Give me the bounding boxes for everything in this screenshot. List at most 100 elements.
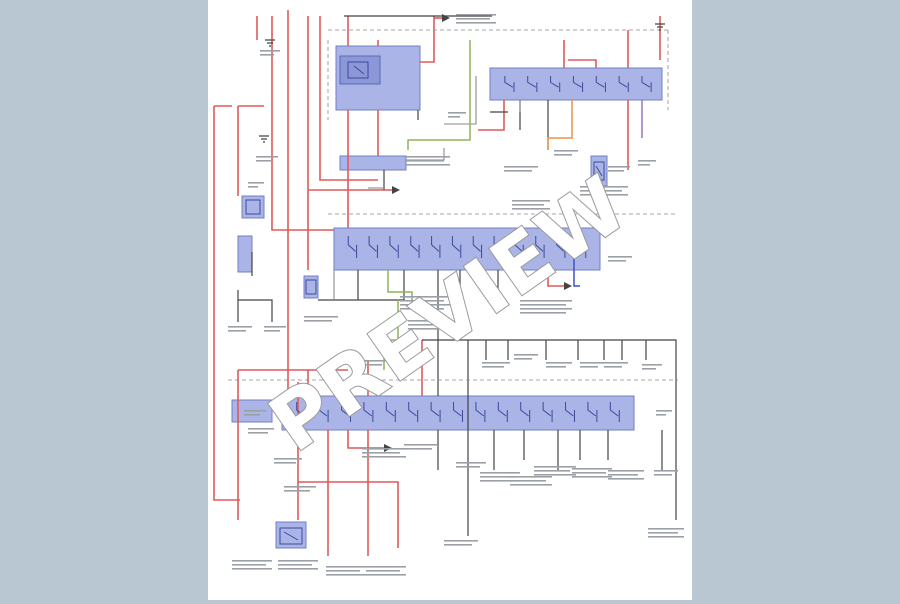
illegible-label-mark bbox=[504, 166, 538, 168]
illegible-label-mark bbox=[362, 452, 400, 454]
orange-wire bbox=[547, 100, 573, 150]
illegible-label-mark bbox=[554, 154, 572, 156]
switch-contact-icon bbox=[451, 236, 462, 258]
switch-contact-icon bbox=[535, 236, 545, 258]
illegible-label-mark bbox=[580, 362, 604, 364]
illegible-label-mark bbox=[656, 414, 666, 416]
illegible-label-mark bbox=[400, 296, 450, 298]
illegible-label-mark bbox=[608, 474, 638, 476]
illegible-label-mark bbox=[232, 568, 272, 570]
illegible-label-mark bbox=[244, 414, 260, 416]
illegible-label-mark bbox=[284, 486, 316, 488]
switch-contact-icon bbox=[472, 236, 483, 258]
illegible-label-mark bbox=[408, 328, 452, 330]
electronic-module-block bbox=[339, 155, 407, 171]
illegible-label-mark bbox=[456, 22, 496, 24]
signal-wires bbox=[228, 29, 678, 381]
power-wire bbox=[420, 16, 435, 63]
illegible-label-mark bbox=[304, 316, 338, 318]
illegible-label-mark bbox=[404, 444, 438, 446]
illegible-label-mark bbox=[304, 320, 332, 322]
switch-contact-icon bbox=[368, 236, 378, 258]
switch-contact-icon bbox=[296, 402, 307, 422]
illegible-label-mark bbox=[260, 54, 274, 56]
illegible-label-mark bbox=[284, 490, 310, 492]
illegible-label-mark bbox=[642, 368, 656, 370]
illegible-label-mark bbox=[504, 170, 532, 172]
illegible-label-mark bbox=[248, 432, 268, 434]
illegible-label-mark bbox=[358, 364, 382, 366]
illegible-label-mark bbox=[520, 304, 566, 306]
switch-contact-icon bbox=[385, 402, 396, 422]
power-wire bbox=[478, 100, 505, 131]
illegible-label-mark bbox=[648, 528, 684, 530]
illegible-label-mark bbox=[608, 470, 644, 472]
signal-wire bbox=[406, 148, 445, 161]
switch-contact-icon bbox=[389, 236, 399, 258]
illegible-label-mark bbox=[482, 362, 510, 364]
illegible-label-mark bbox=[448, 116, 460, 118]
illegible-label-mark bbox=[510, 484, 552, 486]
illegible-label-mark bbox=[408, 324, 446, 326]
green-wire bbox=[383, 300, 399, 370]
illegible-label-mark bbox=[244, 410, 266, 412]
relay-symbols bbox=[245, 61, 605, 545]
illegible-label-mark bbox=[232, 564, 266, 566]
illegible-label-mark bbox=[580, 194, 628, 196]
illegible-label-mark bbox=[514, 354, 538, 356]
switch-contact-icon bbox=[493, 236, 503, 258]
colored-wires bbox=[383, 40, 643, 370]
illegible-label-mark bbox=[444, 544, 472, 546]
illegible-label-mark bbox=[404, 448, 432, 450]
switch-contact-icon bbox=[431, 236, 441, 258]
switch-contact-icon bbox=[576, 236, 587, 258]
illegible-label-mark bbox=[520, 308, 572, 310]
switch-contact-icon bbox=[347, 236, 358, 258]
illegible-label-mark bbox=[274, 458, 302, 460]
relay-coil-icon bbox=[305, 279, 317, 295]
signal-wire bbox=[444, 76, 477, 125]
illegible-label-mark bbox=[510, 480, 546, 482]
switch-contact-icon bbox=[556, 236, 566, 258]
power-wire bbox=[319, 16, 378, 181]
illegible-label-mark bbox=[228, 326, 252, 328]
illegible-label-mark bbox=[554, 150, 578, 152]
illegible-label-mark bbox=[358, 360, 388, 362]
illegible-label-mark bbox=[456, 462, 486, 464]
ground-symbol-icon bbox=[259, 135, 269, 143]
switch-contact-icon bbox=[609, 402, 620, 422]
illegible-label-mark bbox=[366, 570, 400, 572]
illegible-label-mark bbox=[456, 466, 480, 468]
switch-contact-icon bbox=[550, 76, 561, 92]
left-battery-block bbox=[237, 235, 253, 273]
power-wire bbox=[213, 106, 240, 501]
wiring-diagram: PREVIEW bbox=[213, 10, 684, 576]
component-labels bbox=[228, 14, 684, 576]
ground-symbol-icon bbox=[265, 39, 275, 47]
illegible-label-mark bbox=[406, 164, 450, 166]
switch-contact-icon bbox=[363, 402, 374, 422]
switch-contact-icon bbox=[618, 76, 629, 92]
illegible-label-mark bbox=[278, 568, 318, 570]
illegible-label-mark bbox=[638, 164, 650, 166]
connector-arrow-icon bbox=[442, 14, 450, 22]
illegible-label-mark bbox=[608, 478, 644, 480]
switch-contact-icon bbox=[572, 76, 584, 92]
illegible-label-mark bbox=[256, 160, 272, 162]
illegible-label-mark bbox=[648, 532, 678, 534]
illegible-label-mark bbox=[654, 474, 672, 476]
power-wire bbox=[568, 59, 597, 68]
illegible-label-mark bbox=[580, 190, 622, 192]
switch-contact-icon bbox=[408, 402, 419, 422]
ground-wire bbox=[422, 339, 677, 520]
illegible-label-mark bbox=[480, 472, 520, 474]
power-wire bbox=[271, 16, 334, 231]
middle-fuse-panel bbox=[333, 227, 601, 271]
illegible-label-mark bbox=[400, 304, 450, 306]
illegible-label-mark bbox=[638, 160, 656, 162]
switch-contact-icon bbox=[542, 402, 553, 422]
illegible-label-mark bbox=[546, 366, 566, 368]
illegible-label-mark bbox=[480, 476, 514, 478]
illegible-label-mark bbox=[642, 364, 662, 366]
